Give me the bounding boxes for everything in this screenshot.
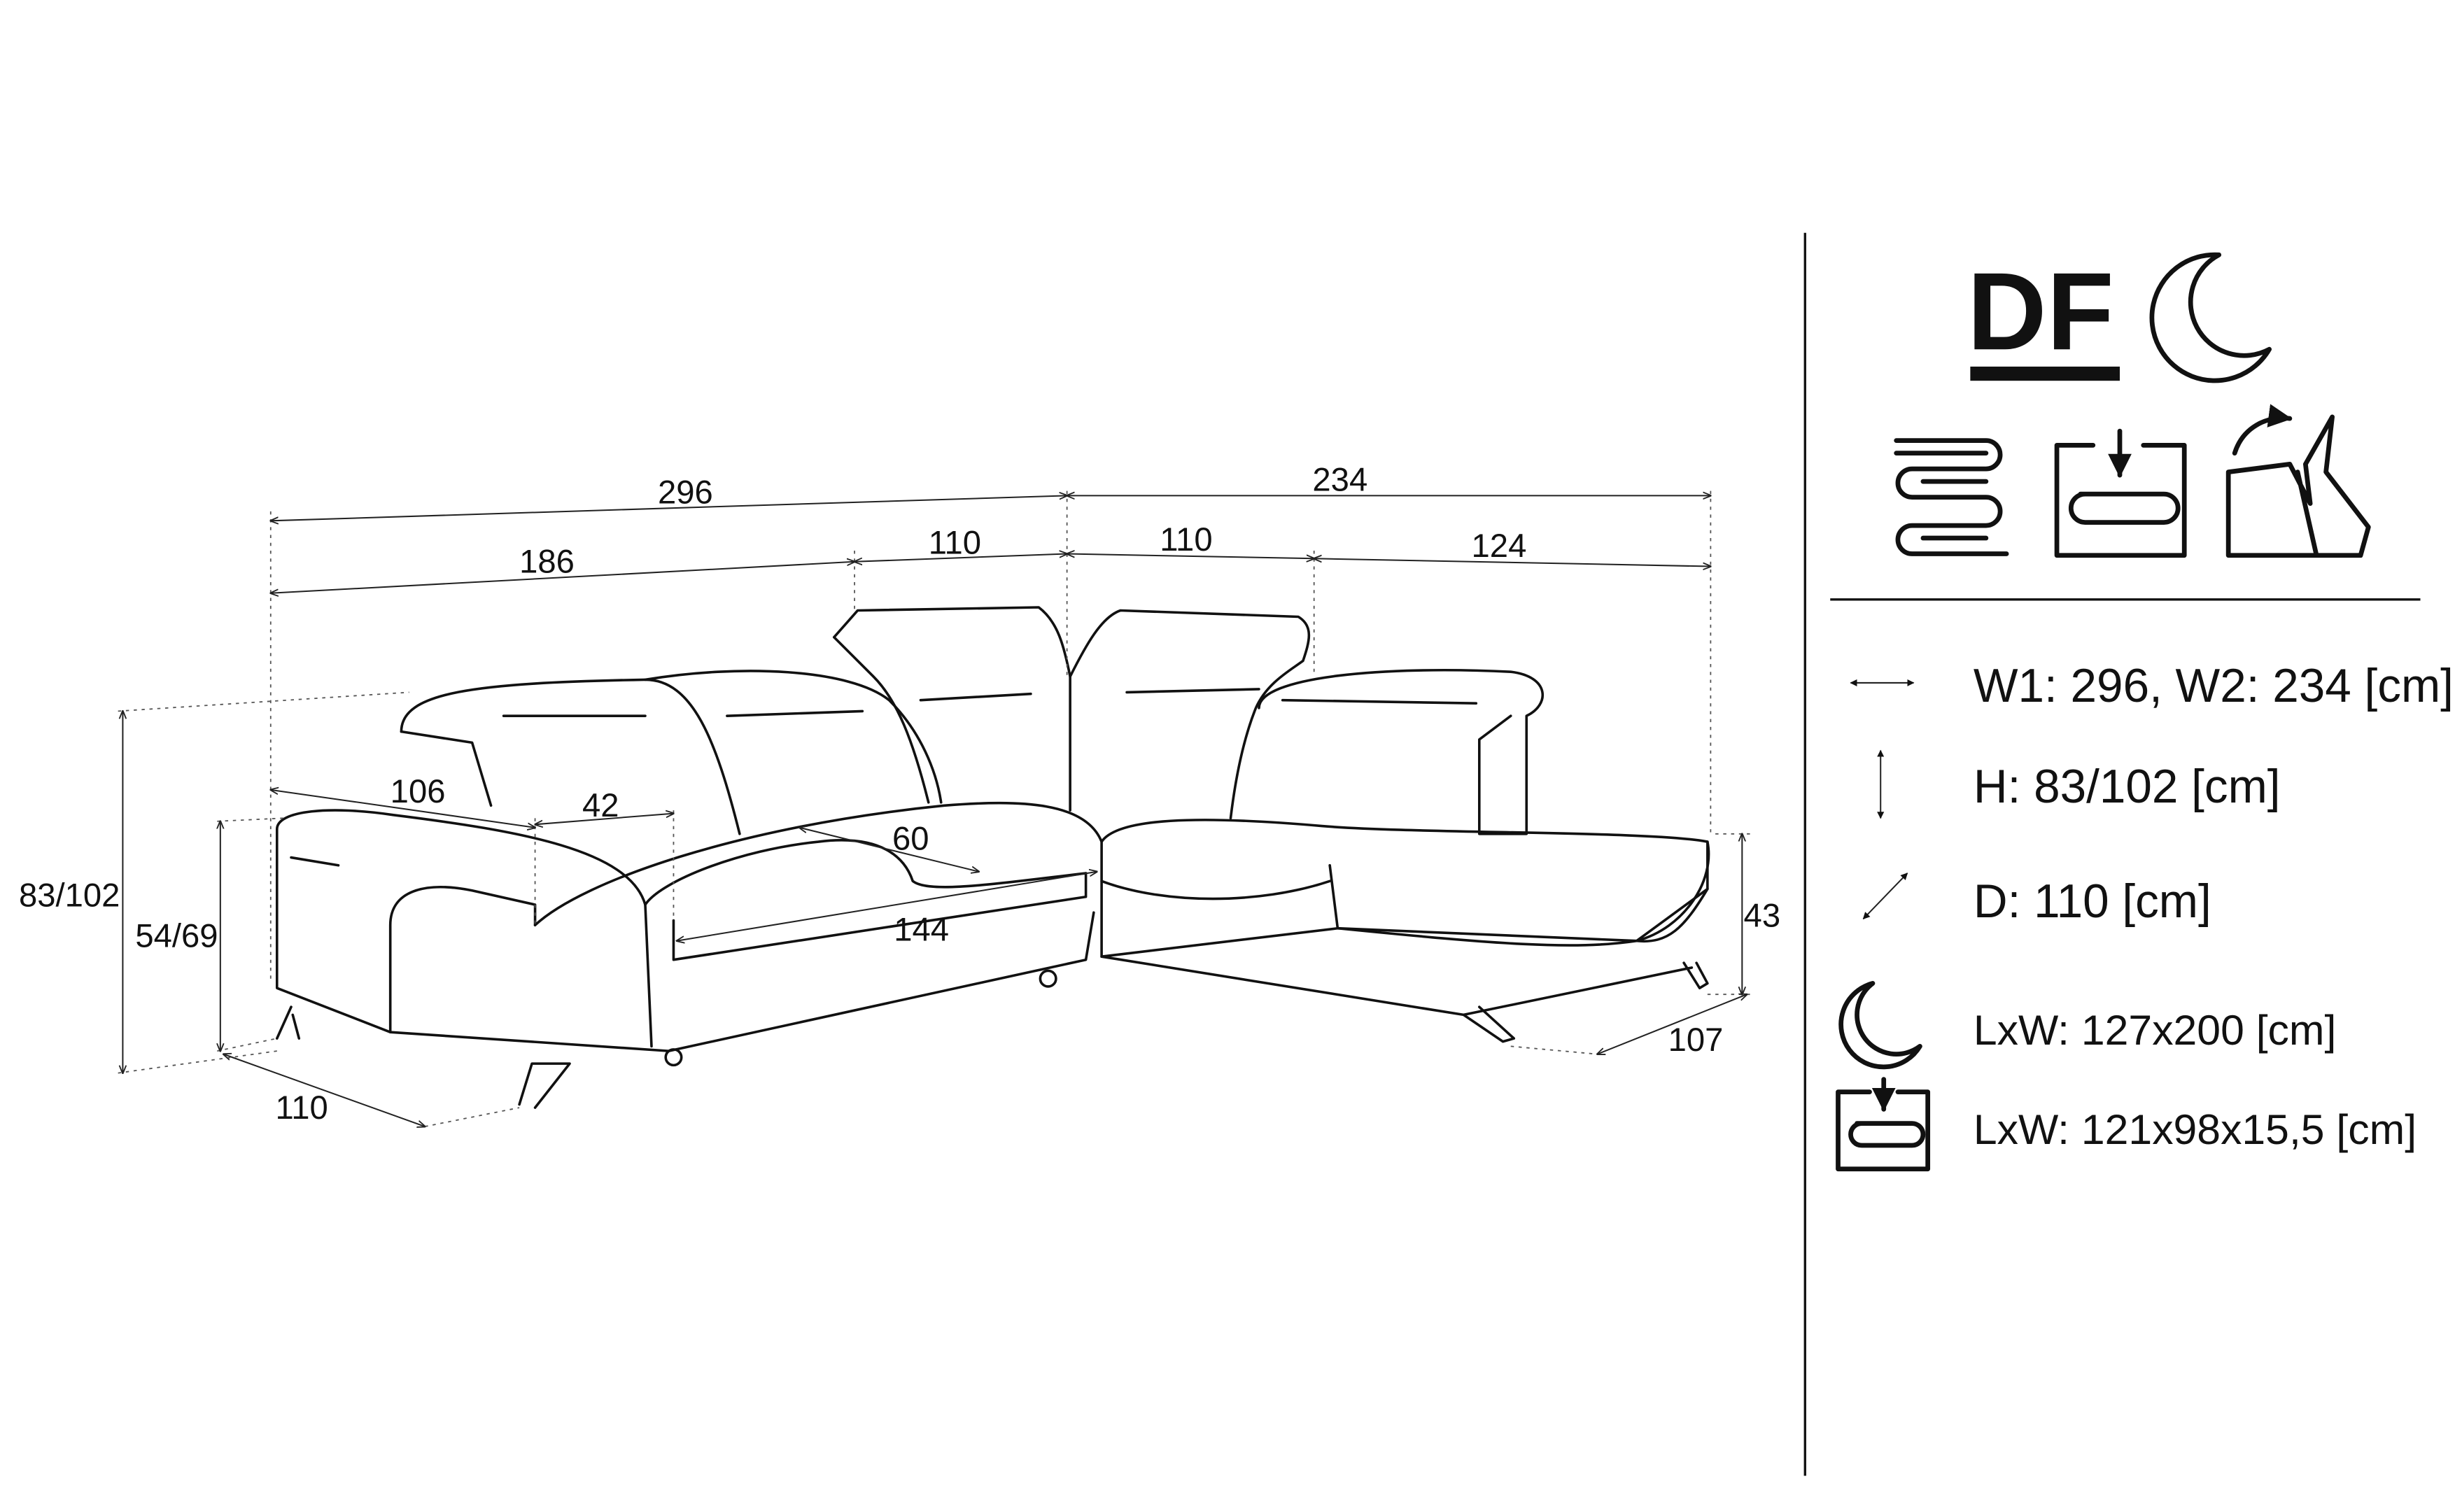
spec-storage-text: LxW: 121x98x15,5 [cm] — [1974, 1105, 2417, 1153]
sofa-drawing — [275, 606, 1710, 1109]
chaise-back — [1258, 668, 1545, 835]
spec-depth-text: D: 110 [cm] — [1974, 875, 2211, 928]
spec-sleep-area-text: LxW: 127x200 [cm] — [1974, 1006, 2336, 1054]
storage-container-icon — [2054, 428, 2187, 558]
df-logo: DF — [1967, 250, 2120, 381]
dim-110-right-headrest: 110 — [1160, 521, 1212, 558]
right-headrest — [1069, 609, 1311, 820]
df-logo-text: DF — [1967, 250, 2114, 373]
spec-sleep-area: LxW: 127x200 [cm] — [1838, 981, 2336, 1070]
dim-54-69: 54/69 — [135, 918, 218, 955]
dim-110-left-headrest: 110 — [929, 525, 981, 562]
adjustable-headrest-icon — [2225, 404, 2371, 558]
dim-186: 186 — [519, 544, 575, 581]
middle-headrest — [833, 606, 1071, 812]
front-base — [388, 911, 1095, 1052]
left-backrest — [400, 678, 741, 835]
spec-depth: D: 110 [cm] — [1862, 872, 2211, 928]
dim-110-depth: 110 — [276, 1089, 328, 1126]
dim-83-102: 83/102 — [19, 877, 120, 914]
dim-106: 106 — [391, 773, 446, 810]
diagonal-arrow-icon — [1862, 872, 1908, 919]
spec-list: W1: 296, W2: 234 [cm] H: 83/102 [cm] D: … — [1836, 660, 2454, 1172]
spec-width: W1: 296, W2: 234 [cm] — [1850, 660, 2454, 712]
spec-width-text: W1: 296, W2: 234 [cm] — [1974, 660, 2454, 712]
spec-storage: LxW: 121x98x15,5 [cm] — [1836, 1077, 2417, 1172]
moon-icon — [1838, 981, 1922, 1070]
storage-icon — [1836, 1077, 1931, 1172]
dim-107: 107 — [1668, 1022, 1724, 1059]
dim-43: 43 — [1744, 897, 1781, 934]
dimension-lines — [118, 490, 1755, 1126]
dim-124: 124 — [1472, 528, 1527, 565]
seat-cushions — [533, 801, 1710, 947]
legs — [275, 961, 1709, 1109]
spec-height: H: 83/102 [cm] — [1877, 749, 2281, 819]
dim-296: 296 — [658, 474, 713, 511]
sleep-function-moon-icon — [2149, 252, 2272, 383]
dim-234: 234 — [1312, 462, 1367, 499]
dim-60: 60 — [892, 820, 929, 857]
dim-144: 144 — [894, 912, 949, 949]
dim-42: 42 — [582, 787, 619, 824]
spec-height-text: H: 83/102 [cm] — [1974, 761, 2281, 813]
dimension-labels: 296 234 186 110 110 124 106 42 60 144 83… — [19, 462, 1780, 1126]
spring-icon — [1894, 438, 2009, 556]
